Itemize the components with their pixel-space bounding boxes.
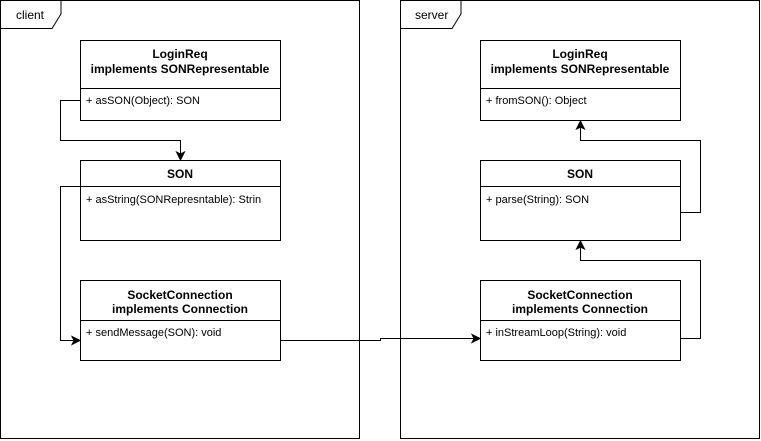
client-socket-class[interactable]: SocketConnection implements Connection +… <box>80 280 281 361</box>
server-socket-class[interactable]: SocketConnection implements Connection +… <box>480 280 681 361</box>
server-loginreq-class[interactable]: LoginReq implements SONRepresentable + f… <box>480 40 681 121</box>
edge-client-socket-to-server-socket-line <box>280 338 474 341</box>
server-loginreq-box <box>480 40 681 121</box>
server-son-class[interactable]: SON + parse(String): SON <box>480 160 681 241</box>
server-loginreq-method: + fromSON(): Object <box>486 95 587 107</box>
client-package-tab <box>0 0 62 29</box>
edge-client-son-to-socket-arrowhead <box>70 335 82 346</box>
edge-client-loginreq-to-son-line <box>60 100 181 154</box>
server-package-tab <box>400 0 462 29</box>
server-socket-method: + inStreamLoop(String): void <box>486 327 626 339</box>
edge-client-son-to-socket-line <box>60 186 81 341</box>
edge-client-loginreq-to-son <box>60 100 186 162</box>
client-loginreq-title: LoginReq <box>152 47 207 61</box>
client-package-label: client <box>16 8 45 22</box>
client-socket-stereotype: implements Connection <box>112 302 248 316</box>
server-son-method: + parse(String): SON <box>486 194 589 206</box>
server-loginreq-title: LoginReq <box>552 47 607 61</box>
server-socket-title: SocketConnection <box>527 288 632 302</box>
edge-client-loginreq-to-son-arrowhead <box>175 150 186 162</box>
edge-client-socket-to-server-socket-arrowhead <box>470 333 482 344</box>
client-son-method: + asString(SONRepresntable): Strin <box>86 194 261 206</box>
server-package-label: server <box>415 8 448 22</box>
server-loginreq-stereotype: implements SONRepresentable <box>491 62 670 76</box>
server-son-box <box>480 160 681 241</box>
client-loginreq-method: + asSON(Object): SON <box>86 95 200 107</box>
client-son-class[interactable]: SON + asString(SONRepresntable): Strin <box>80 160 281 241</box>
edge-client-socket-to-server-socket <box>280 333 482 344</box>
edge-client-son-to-socket <box>60 186 82 346</box>
edge-server-son-to-loginreq-arrowhead <box>575 119 586 131</box>
edge-server-son-to-loginreq <box>575 119 701 213</box>
server-socket-stereotype: implements Connection <box>512 302 648 316</box>
client-loginreq-stereotype: implements SONRepresentable <box>91 62 270 76</box>
edge-server-socket-to-son <box>575 239 701 339</box>
client-socket-method: + sendMessage(SON): void <box>86 327 221 339</box>
client-loginreq-class[interactable]: LoginReq implements SONRepresentable + a… <box>80 40 281 121</box>
client-son-box <box>80 160 281 241</box>
client-son-title: SON <box>167 167 193 181</box>
server-son-title: SON <box>567 167 593 181</box>
client-socket-title: SocketConnection <box>127 288 232 302</box>
client-loginreq-box <box>80 40 281 121</box>
edge-server-son-to-loginreq-line <box>580 127 701 213</box>
edge-server-socket-to-son-line <box>580 247 701 339</box>
edge-server-socket-to-son-arrowhead <box>575 239 586 251</box>
